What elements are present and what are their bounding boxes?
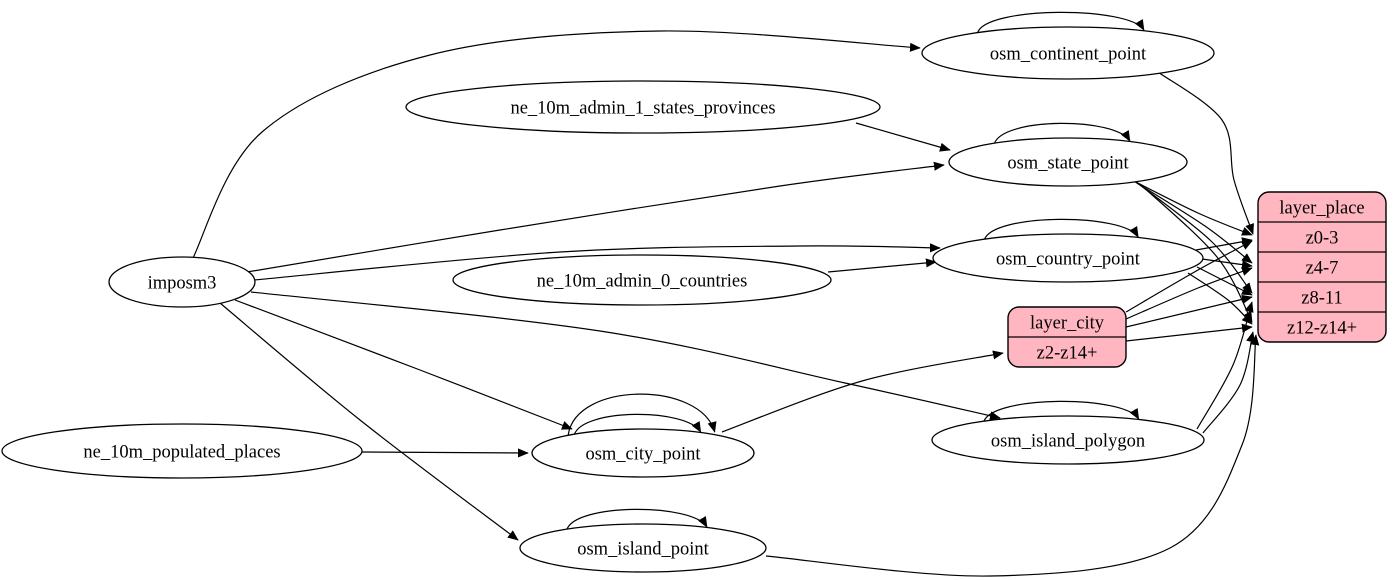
node-ne_10m_admin_0_countries: ne_10m_admin_0_countries (452, 254, 832, 306)
edge-ne_10m_admin_0_countries-to-osm_country_point (827, 258, 937, 273)
edge-osm_island_polygon-to-layer_place-z12-z14+ (1202, 331, 1256, 434)
imposm3-label: imposm3 (148, 273, 217, 293)
record-layer_place: layer_place z0-3 z4-7 z8-11 z12-z14+ (1257, 191, 1387, 343)
ne_10m_admin_0_countries-ellipse (452, 254, 832, 306)
layer_place-row-z8-11: z8-11 (1301, 288, 1342, 308)
ne_10m_admin_1_states_provinces-ellipse (405, 80, 881, 134)
layer_place-box (1257, 191, 1387, 343)
layer_place-row-z12-z14+: z12-z14+ (1287, 318, 1357, 338)
osm_island_polygon-label: osm_island_polygon (991, 431, 1145, 451)
self-loop-osm_country_point (983, 218, 1139, 241)
edge-osm_state_point-to-layer_place-z4-7 (1131, 179, 1253, 264)
edge-osm_city_point-to-layer_city-z2-z14+ (721, 350, 1004, 433)
ne_10m_admin_0_countries-label: ne_10m_admin_0_countries (537, 271, 748, 291)
node-osm_city_point: osm_city_point (531, 428, 755, 478)
layer_place-title: layer_place (1279, 198, 1364, 218)
node-osm_continent_point: osm_continent_point (921, 26, 1215, 80)
layer_city-title: layer_city (1030, 313, 1105, 333)
osm_country_point-ellipse (932, 233, 1204, 283)
ne_10m_populated_places-ellipse (1, 423, 363, 479)
edge-ne_10m_populated_places-to-osm_city_point (361, 448, 529, 458)
edge-layer_city-to-layer_place-z0-3 (1125, 240, 1253, 313)
node-ne_10m_admin_1_states_provinces: ne_10m_admin_1_states_provinces (405, 80, 881, 134)
ne_10m_populated_places-label: ne_10m_populated_places (83, 442, 280, 462)
self-loop-osm_city_point (573, 413, 702, 436)
osm_island_polygon-ellipse (931, 415, 1205, 465)
osm_state_point-label: osm_state_point (1007, 153, 1129, 173)
node-imposm3: imposm3 (108, 256, 256, 308)
node-osm_country_point: osm_country_point (932, 233, 1204, 283)
edge-ne_10m_admin_1_states_provinces-to-osm_state_point (855, 122, 951, 152)
edge-osm_continent_point-to-layer_place-z0-3 (1157, 71, 1254, 235)
edge-imposm3-to-osm_island_polygon (250, 291, 1001, 421)
node-osm_island_polygon: osm_island_polygon (931, 415, 1205, 465)
edge-osm_country_point-to-layer_place-z8-11 (1196, 266, 1253, 296)
layer_place-row-z0-3: z0-3 (1306, 228, 1339, 248)
edge-osm_country_point-to-layer_place-z12-z14+ (1187, 272, 1253, 325)
edge-osm_state_point-to-layer_place-z0-3 (1127, 177, 1253, 236)
edge-osm_island_point-to-layer_place-z12-z14+ (765, 334, 1260, 577)
edge-layer_city-to-layer_place-z12-z14+ (1125, 323, 1253, 342)
edge-imposm3-to-osm_island_point (219, 302, 519, 541)
osm_continent_point-label: osm_continent_point (990, 44, 1147, 64)
osm_city_point-ellipse (531, 428, 755, 478)
edge-imposm3-to-osm_city_point (234, 299, 573, 430)
edge-osm_state_point-to-layer_place-z8-11 (1135, 181, 1253, 294)
osm_island_point-ellipse (519, 523, 767, 573)
edge-imposm3-to-osm_country_point (253, 243, 941, 281)
edge-layer_city-to-layer_place-z4-7 (1125, 267, 1253, 320)
imposm3-ellipse (108, 256, 256, 308)
edge-imposm3-to-osm_state_point (246, 161, 945, 273)
edge-osm_island_polygon-to-layer_place-z8-11 (1196, 301, 1254, 430)
ne_10m_admin_1_states_provinces-label: ne_10m_admin_1_states_provinces (510, 98, 775, 118)
edge-osm_country_point-to-layer_place-z4-7 (1201, 258, 1253, 270)
edge-layer_city-to-layer_place-z8-11 (1125, 294, 1253, 328)
osm_island_point-label: osm_island_point (577, 539, 709, 559)
record-layer_city: layer_city z2-z14+ (1007, 306, 1127, 368)
osm_continent_point-ellipse (921, 26, 1215, 80)
layer_place-row-z4-7: z4-7 (1306, 258, 1339, 278)
node-osm_island_point: osm_island_point (519, 523, 767, 573)
node-ne_10m_populated_places: ne_10m_populated_places (1, 423, 363, 479)
self-loop-osm_island_polygon (983, 400, 1140, 423)
layer_city-row-z2-z14+: z2-z14+ (1037, 343, 1098, 363)
nodes-layer: imposm3 ne_10m_admin_1_states_provincesne… (1, 26, 1387, 573)
edges-layer (191, 11, 1260, 577)
edge-imposm3-to-osm_continent_point (191, 30, 921, 261)
self-loop-osm_city_point-2 (567, 393, 717, 436)
osm_city_point-label: osm_city_point (585, 444, 701, 464)
osm_country_point-label: osm_country_point (996, 249, 1141, 269)
osm_state_point-ellipse (948, 137, 1188, 187)
self-loop-osm_island_point (566, 508, 708, 531)
self-loop-osm_state_point (993, 122, 1131, 145)
edge-osm_state_point-to-layer_place-z12-z14+ (1139, 183, 1253, 323)
node-osm_state_point: osm_state_point (948, 137, 1188, 187)
self-loop-osm_continent_point (976, 11, 1145, 34)
